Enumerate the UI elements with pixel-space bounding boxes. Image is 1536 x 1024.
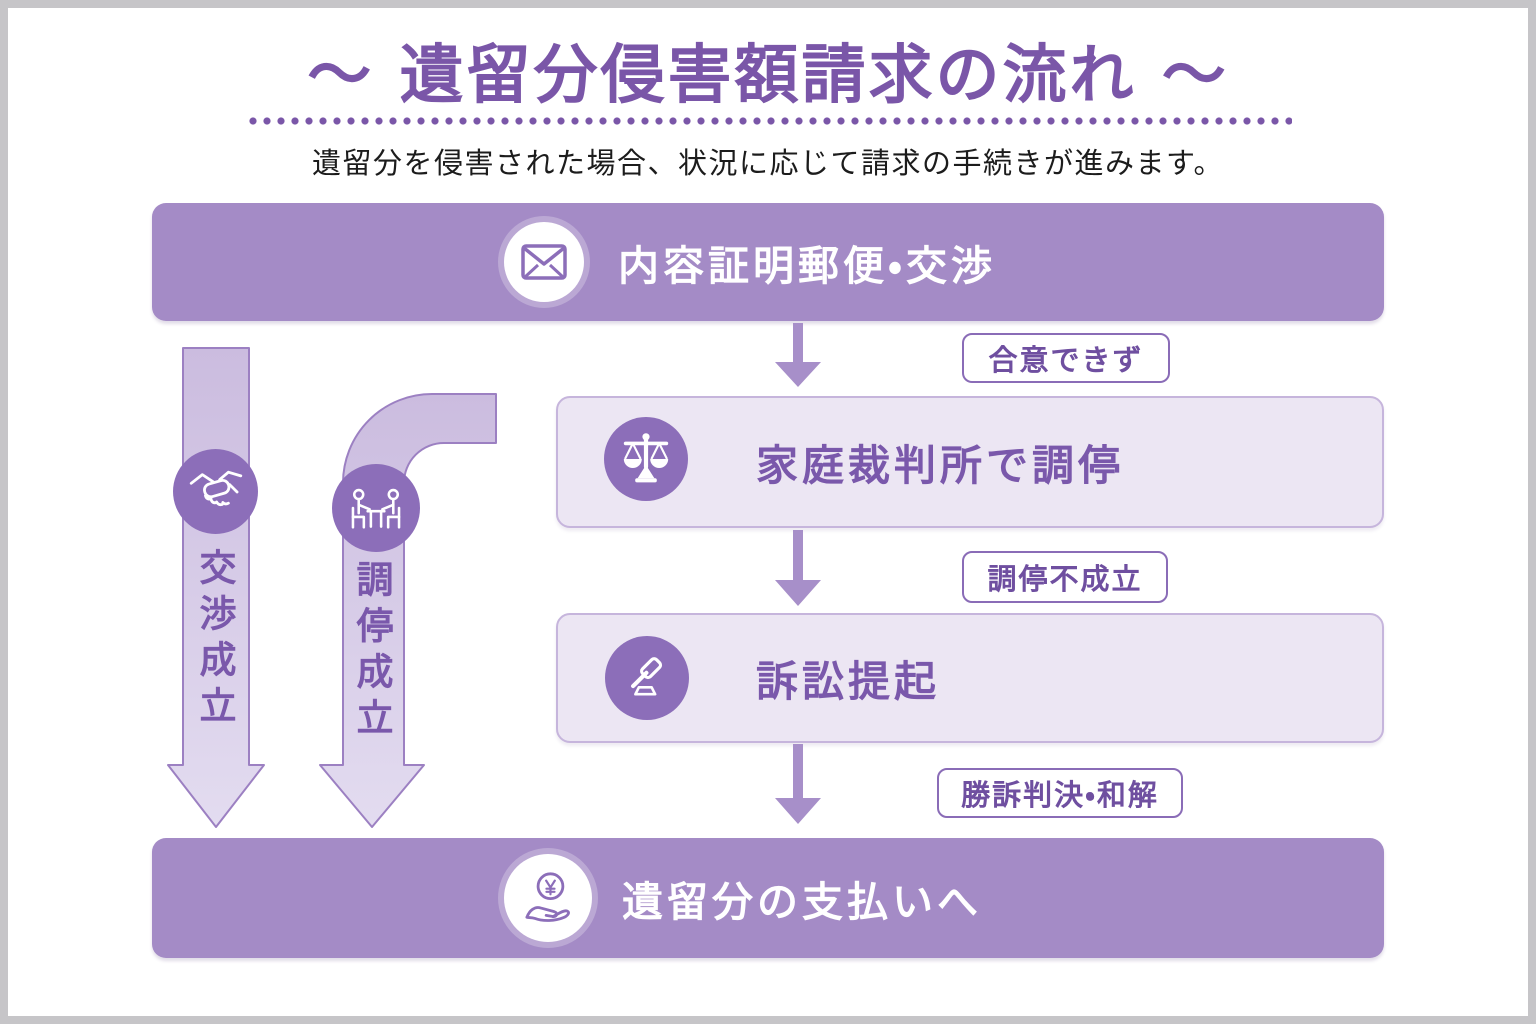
- transition-winning-judgment: 勝訴判決・和解: [937, 768, 1183, 818]
- transition-no-agreement: 合意できず: [962, 333, 1170, 383]
- down-arrow-3: [775, 744, 821, 824]
- envelope-icon: [504, 222, 584, 302]
- gavel-icon: [605, 636, 689, 720]
- step-certified-mail-label: 内容証明郵便・交渉: [618, 242, 996, 290]
- transition-mediation-failed-label: 調停不成立: [987, 562, 1143, 596]
- down-arrow-2: [775, 530, 821, 606]
- down-arrow-1: [775, 323, 821, 387]
- transition-winning-judgment-label: 勝訴判決・和解: [961, 778, 1159, 812]
- scales-icon: [604, 417, 688, 501]
- yen-hand-icon: [504, 854, 592, 942]
- step-lawsuit-label: 訴訟提起: [756, 656, 941, 706]
- dotted-divider: [246, 115, 1292, 127]
- step-payment: 遺留分の支払いへ: [152, 838, 1384, 958]
- step-payment-label: 遺留分の支払いへ: [622, 878, 982, 926]
- mediation-icon: [332, 464, 420, 552]
- step-family-court-mediation: 家庭裁判所で調停: [556, 396, 1384, 528]
- bypass-mediation-label: 調停成立: [350, 560, 393, 744]
- step-certified-mail: 内容証明郵便・交渉: [152, 203, 1384, 321]
- subtitle: 遺留分を侵害された場合、状況に応じて請求の手続きが進みます。: [311, 146, 1225, 180]
- transition-no-agreement-label: 合意できず: [988, 343, 1144, 377]
- page-title: ～ 遺留分侵害額請求の流れ ～: [307, 38, 1229, 113]
- mediation-success-arrow: [319, 393, 497, 828]
- bypass-negotiation-label: 交渉成立: [193, 548, 236, 732]
- step-family-court-mediation-label: 家庭裁判所で調停: [756, 440, 1125, 490]
- handshake-icon: [173, 449, 258, 534]
- transition-mediation-failed: 調停不成立: [962, 551, 1168, 603]
- step-lawsuit: 訴訟提起: [556, 613, 1384, 743]
